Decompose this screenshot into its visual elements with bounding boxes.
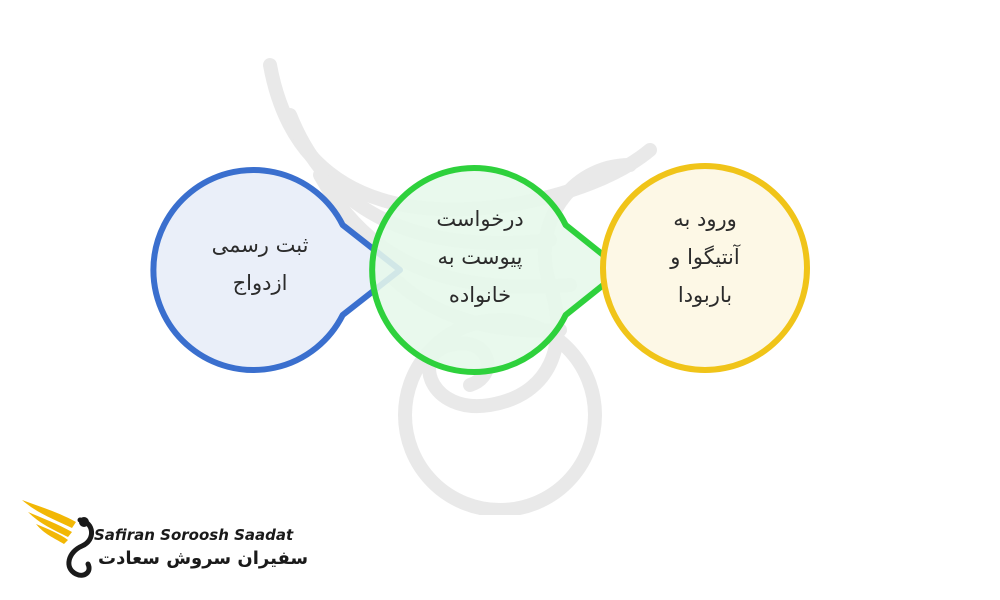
step-3-label: ورود به آنتیگوا و باربودا xyxy=(625,200,785,314)
step-3-line-1: ورود به xyxy=(673,207,737,231)
step-2-label: درخواست پیوست به خانواده xyxy=(400,200,560,314)
step-1-shape xyxy=(150,167,403,373)
brand-name-persian: سفیران سروش سعادت xyxy=(98,548,309,569)
brand-name-english: Safiran Soroosh Saadat xyxy=(94,526,294,544)
step-3-line-2: آنتیگوا و xyxy=(670,245,740,269)
step-2-line-1: درخواست xyxy=(436,207,524,231)
step-1-line-1: ثبت رسمی xyxy=(211,233,309,257)
step-2-line-3: خانواده xyxy=(448,283,512,307)
step-1-label: ثبت رسمی ازدواج xyxy=(185,226,335,302)
step-3-shape xyxy=(600,163,810,373)
step-2-line-2: پیوست به xyxy=(437,245,523,269)
step-2-shape xyxy=(369,165,625,375)
brand-logo: Safiran Soroosh Saadat سفیران سروش سعادت xyxy=(18,492,308,584)
step-1-line-2: ازدواج xyxy=(232,271,288,295)
wing-icon xyxy=(22,500,94,578)
step-3-line-3: باربودا xyxy=(677,283,733,307)
